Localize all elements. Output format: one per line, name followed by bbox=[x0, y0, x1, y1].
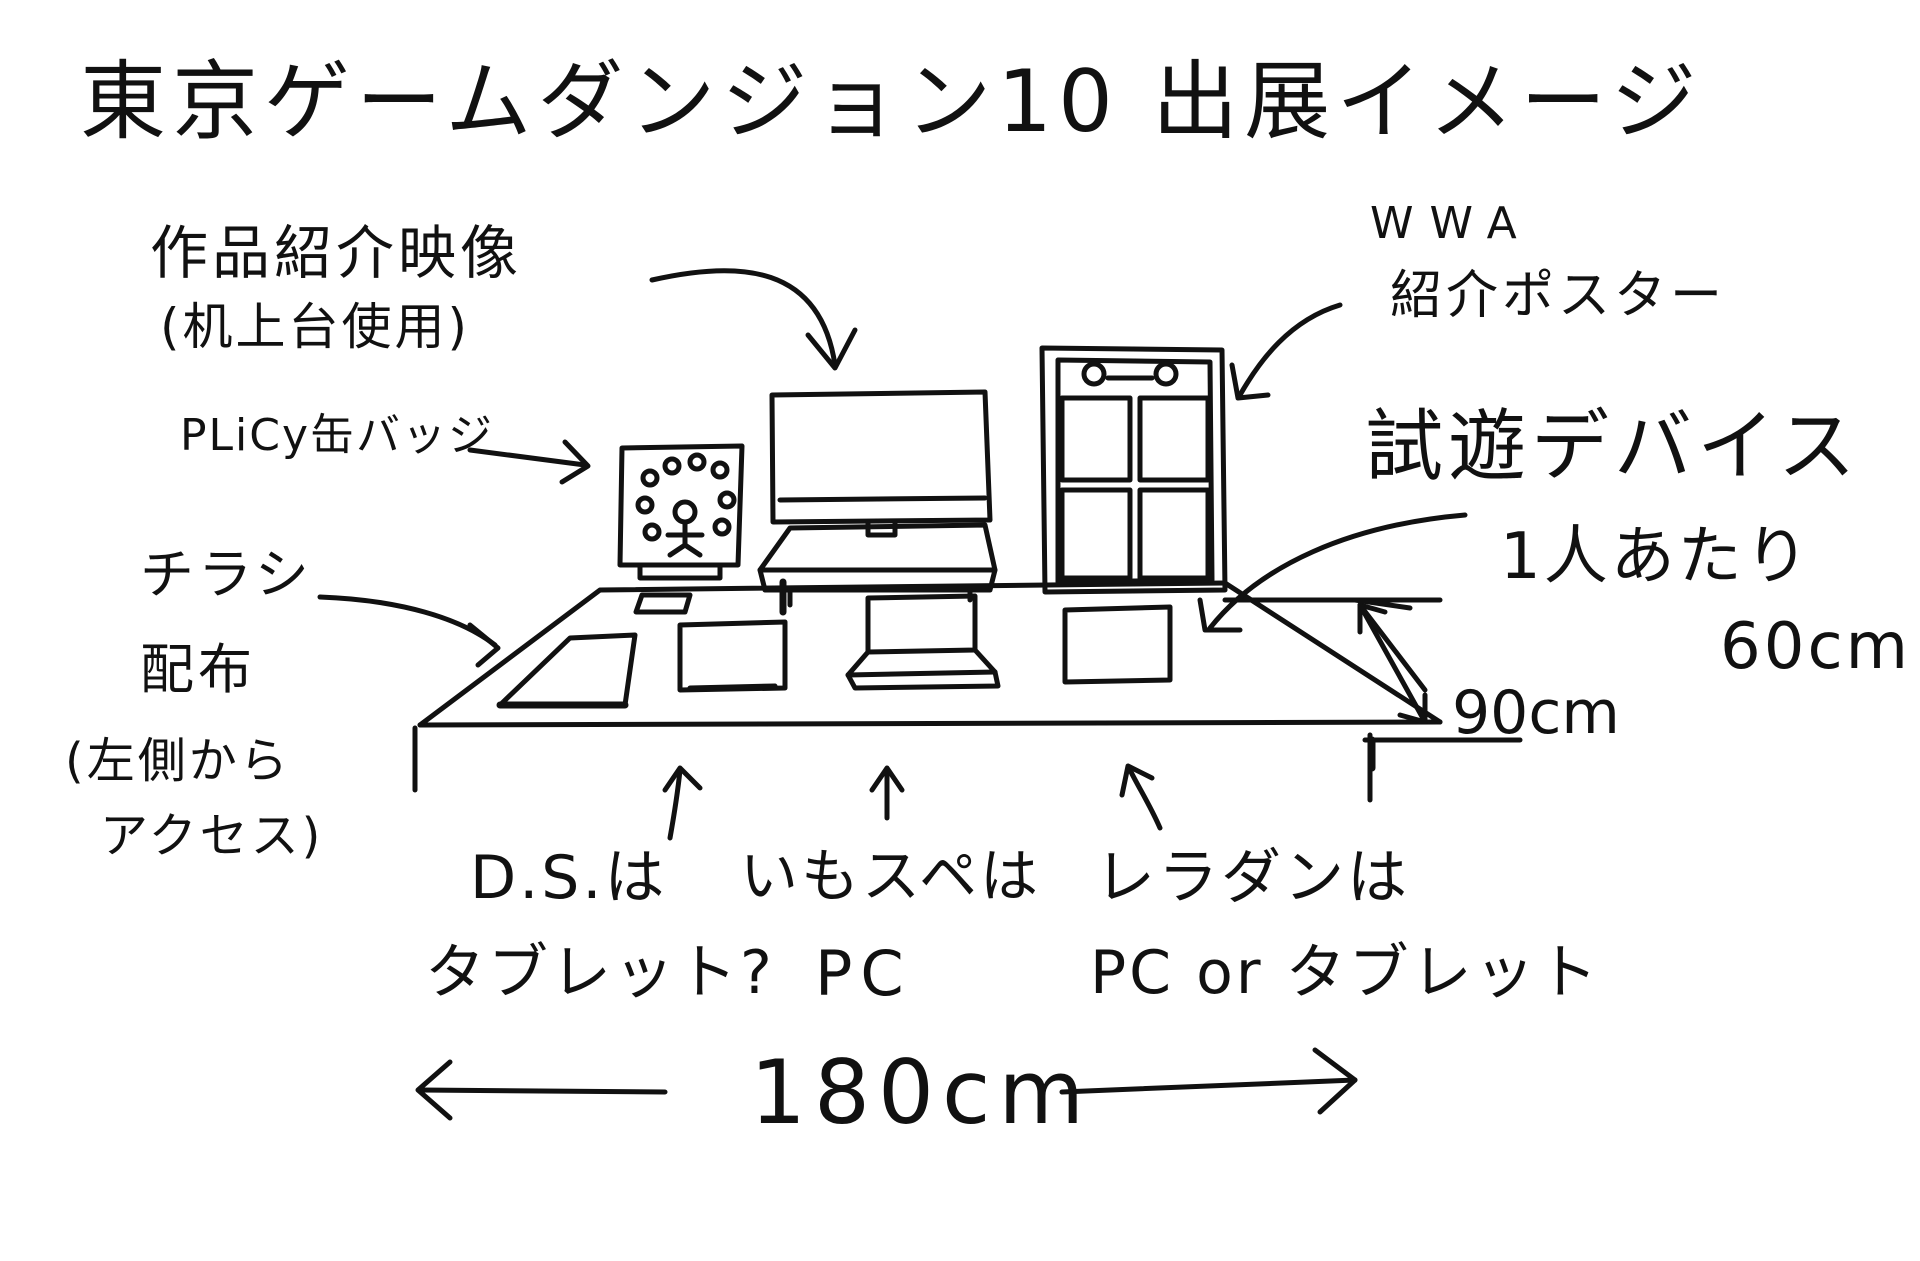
arrow-width-right bbox=[1059, 1047, 1358, 1115]
device-2 bbox=[845, 593, 1001, 691]
page-title: 東京ゲームダンジョン10 出展イメージ bbox=[80, 52, 1703, 152]
arrow-ds bbox=[662, 765, 703, 841]
ds-device-label: タブレット? bbox=[425, 938, 775, 1008]
video-note-label: (机上台使用) bbox=[160, 298, 471, 356]
arrow-flyer bbox=[317, 594, 501, 668]
ds-label: D.S.は bbox=[470, 843, 668, 913]
flyer-label: チラシ bbox=[140, 543, 313, 606]
poster-label: 紹介ポスター bbox=[1390, 266, 1727, 326]
poster-title-label: WWA bbox=[1370, 198, 1533, 249]
imo-label: いもスペは bbox=[740, 842, 1041, 910]
video-monitor bbox=[757, 389, 998, 616]
arrow-reda bbox=[1119, 763, 1163, 831]
arrow-depth bbox=[1357, 602, 1428, 725]
flyer-note-label-1: (左側から bbox=[65, 733, 291, 789]
arrow-width-left bbox=[415, 1059, 668, 1121]
arrow-video bbox=[649, 268, 858, 371]
imo-device-label: PC bbox=[815, 937, 912, 1010]
arrow-poster bbox=[1229, 302, 1343, 401]
arrow-badge bbox=[467, 439, 591, 485]
wwa-poster bbox=[1039, 345, 1228, 595]
flyer-stack bbox=[496, 592, 693, 709]
video-label: 作品紹介映像 bbox=[150, 219, 523, 287]
depth-label: 90cm bbox=[1452, 678, 1620, 748]
device-label: 試遊デバイス bbox=[1365, 402, 1861, 492]
device-3 bbox=[1062, 604, 1173, 685]
booth-table bbox=[412, 580, 1523, 803]
arrow-device bbox=[1197, 512, 1468, 633]
flyer-distribution-label: 配布 bbox=[140, 638, 256, 701]
device-1 bbox=[677, 619, 788, 693]
reda-device-label: PC or タブレット bbox=[1090, 938, 1601, 1008]
width-label: 180cm bbox=[750, 1041, 1093, 1144]
arrow-imo bbox=[869, 765, 905, 821]
arrow-per-person bbox=[1352, 597, 1428, 693]
per-person-width-label: 60cm bbox=[1720, 610, 1911, 684]
reda-label: レラダンは bbox=[1095, 843, 1410, 913]
badge-board bbox=[617, 443, 745, 581]
flyer-note-label-2: アクセス) bbox=[100, 808, 324, 864]
per-person-label: 1人あたり bbox=[1500, 520, 1812, 594]
badge-label: PLiCy缶バッジ bbox=[180, 410, 495, 461]
